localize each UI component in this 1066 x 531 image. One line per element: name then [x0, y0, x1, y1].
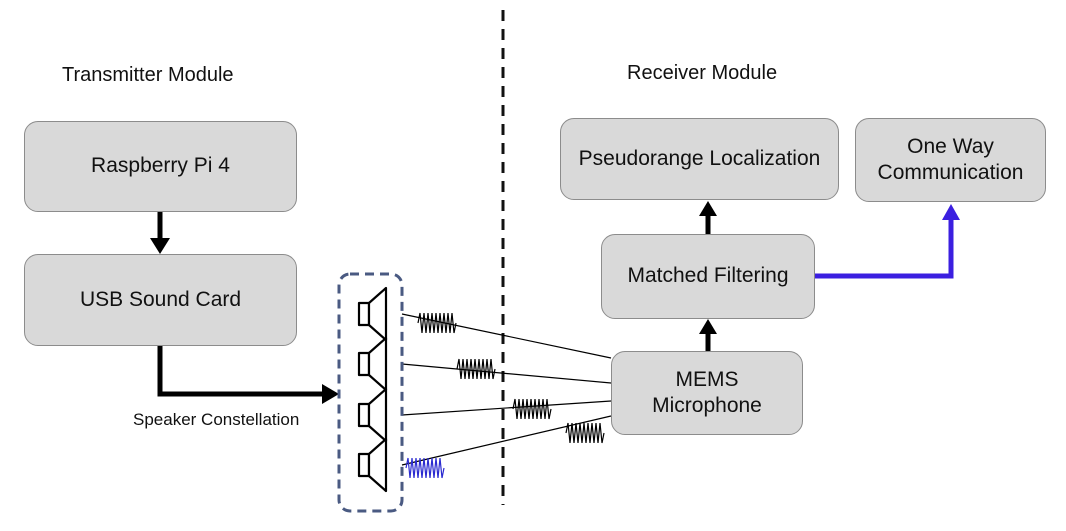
- speaker-constellation-label: Speaker Constellation: [133, 410, 300, 429]
- matched-filtering-box: Matched Filtering: [601, 234, 815, 319]
- arrow-pi-to-soundcard: [150, 212, 170, 254]
- mems-microphone-box: MEMS Microphone: [611, 351, 803, 435]
- waveform-icon: [456, 358, 496, 380]
- speaker-icon: [357, 387, 388, 443]
- speaker-constellation-box: [337, 272, 404, 513]
- one-way-communication-box: One Way Communication: [855, 118, 1046, 202]
- speaker-icon: [357, 286, 388, 342]
- transmitter-module-heading: Transmitter Module: [62, 64, 234, 86]
- waveform-icon: [512, 398, 552, 420]
- waveform-icon: [565, 422, 605, 444]
- arrow-filter-to-localization: [699, 201, 717, 234]
- receiver-module-heading: Receiver Module: [627, 62, 778, 84]
- arrow-filter-to-communication: [815, 204, 960, 279]
- waveform-icon: [417, 312, 457, 334]
- speaker-icon: [357, 437, 388, 493]
- usb-sound-card-box: USB Sound Card: [24, 254, 297, 346]
- signal-paths: [401, 313, 612, 466]
- arrow-soundcard-to-speakers: [157, 346, 339, 404]
- pseudorange-localization-box: Pseudorange Localization: [560, 118, 839, 200]
- speaker-icon: [357, 336, 388, 392]
- raspberry-pi-box: Raspberry Pi 4: [24, 121, 297, 212]
- arrow-mic-to-filter: [699, 319, 717, 351]
- waveform-icon: [405, 457, 445, 479]
